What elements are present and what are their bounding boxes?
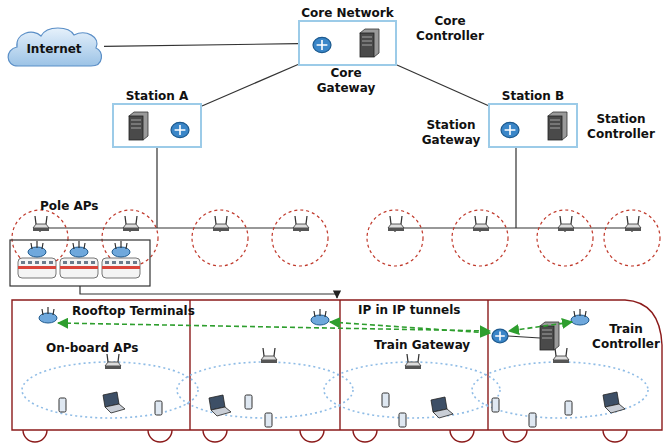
coverage-circle [537, 210, 593, 266]
phone-icon [59, 398, 66, 412]
laptop-icon [103, 392, 125, 413]
access-point-icon [123, 216, 139, 231]
rooftop-terminal-icon [311, 309, 329, 325]
text-label: Core Controller [414, 14, 486, 44]
box-heading: Station A [126, 89, 189, 103]
access-point-icon [625, 216, 641, 231]
phone-icon [382, 393, 389, 407]
box-heading: Station B [502, 89, 564, 103]
network-box: Station B [488, 103, 578, 148]
rooftop-terminal-icon [70, 241, 88, 257]
ap-coverage [472, 362, 648, 418]
server-icon [129, 112, 148, 140]
phone-icon [399, 413, 406, 427]
text-label: Pole APs [40, 199, 98, 214]
server-icon [360, 29, 379, 57]
router-icon [492, 329, 508, 343]
cloud-label: Internet [26, 42, 81, 56]
coverage-circle [272, 210, 328, 266]
access-point-icon [293, 216, 309, 231]
access-point-icon [261, 348, 277, 363]
coverage-circle [192, 210, 248, 266]
rooftop-terminal-icon [571, 309, 589, 325]
text-label: Station Gateway [418, 118, 484, 148]
text-label: Train Controller [592, 322, 660, 352]
text-label: Station Controller [582, 112, 660, 142]
router-icon [501, 122, 519, 137]
network-link [104, 44, 298, 47]
coverage-circle [604, 210, 660, 266]
network-link [202, 64, 298, 106]
server-icon [548, 112, 567, 140]
internet-cloud: Internet [4, 24, 104, 70]
text-label: Rooftop Terminals [72, 304, 195, 319]
laptop-icon [431, 397, 453, 418]
phone-icon [565, 401, 572, 415]
access-point-icon [473, 216, 489, 231]
access-point-icon [553, 348, 569, 363]
phone-icon [265, 413, 272, 427]
ap-coverage [177, 362, 353, 418]
access-point-icon [405, 354, 421, 369]
tunnel-arrows [58, 322, 572, 333]
coverage-circle [367, 210, 423, 266]
phone-icon [529, 413, 536, 427]
network-box: Core Network [298, 20, 397, 66]
coverage-circle [452, 210, 508, 266]
small-train [10, 240, 337, 298]
phone-icon [155, 401, 162, 415]
router-icon [171, 122, 189, 137]
network-link [397, 65, 488, 105]
network-box: Station A [112, 103, 202, 148]
access-point-icon [388, 216, 404, 231]
train-outline [12, 300, 662, 442]
text-label: Train Gateway [372, 338, 472, 353]
text-label: IP in IP tunnels [356, 303, 462, 318]
access-point-icon [105, 354, 121, 369]
server-icon [540, 322, 559, 350]
ap-coverage [22, 362, 198, 418]
phone-icon [492, 398, 499, 412]
access-point-icon [213, 216, 229, 231]
text-label: On-board APs [46, 341, 138, 356]
rooftop-terminal-icon [39, 307, 57, 323]
phone-icon [245, 395, 252, 409]
ap-coverage [324, 362, 500, 418]
rooftop-terminal-icon [112, 241, 130, 257]
laptop-icon [209, 395, 231, 416]
box-heading: Core Network [301, 6, 393, 20]
text-label: Core Gateway [312, 66, 380, 96]
access-point-icon [33, 216, 49, 231]
access-point-icon [558, 216, 574, 231]
laptop-icon [603, 392, 625, 413]
router-icon [313, 37, 331, 52]
rooftop-terminal-icon [28, 241, 46, 257]
